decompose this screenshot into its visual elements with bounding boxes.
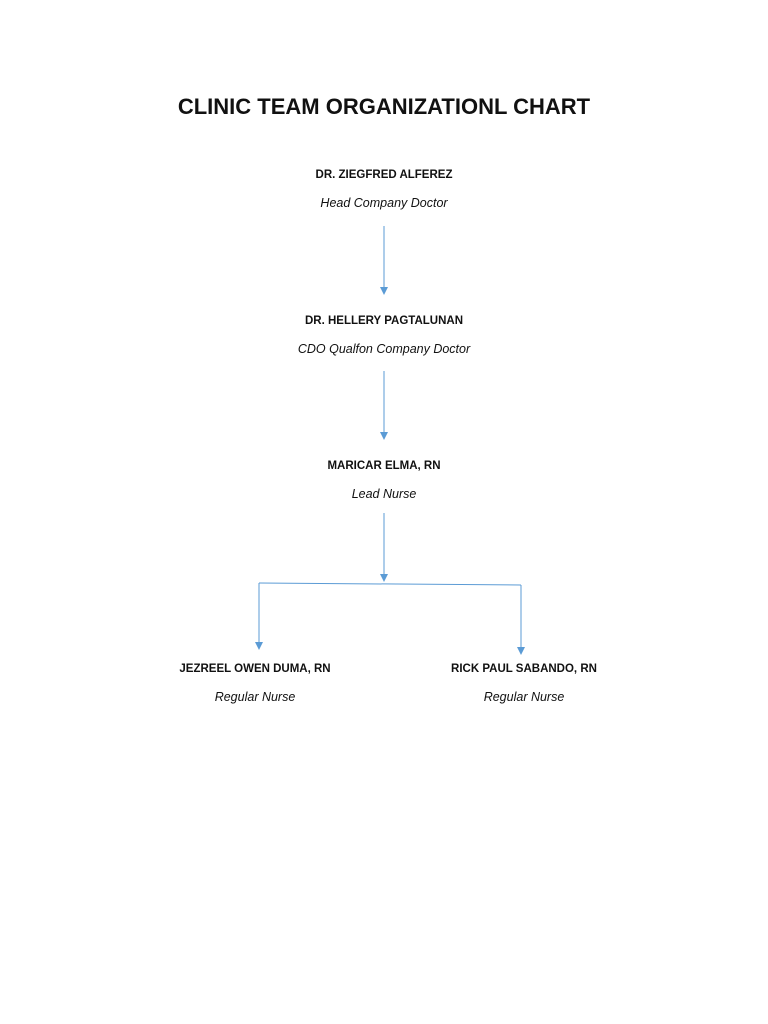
connector-branch-bar [258, 582, 522, 586]
node-name: DR. HELLERY PAGTALUNAN [304, 315, 464, 327]
org-node-head-doctor: DR. ZIEGFRED ALFEREZ Head Company Doctor [234, 168, 534, 211]
node-name: DR. ZIEGFRED ALFEREZ [315, 169, 453, 181]
node-name: MARICAR ELMA, RN [327, 460, 441, 472]
node-role: CDO Qualfon Company Doctor [297, 342, 471, 356]
org-node-cdo-doctor: DR. HELLERY PAGTALUNAN CDO Qualfon Compa… [234, 314, 534, 357]
node-role: Head Company Doctor [320, 196, 448, 210]
node-role: Regular Nurse [214, 690, 296, 704]
node-role: Regular Nurse [483, 690, 565, 704]
page-title: CLINIC TEAM ORGANIZATIONL CHART [177, 94, 591, 119]
node-role: Lead Nurse [351, 487, 417, 501]
org-node-lead-nurse: MARICAR ELMA, RN Lead Nurse [234, 459, 534, 502]
org-node-regular-nurse-2: RICK PAUL SABANDO, RN Regular Nurse [374, 662, 674, 705]
node-name: RICK PAUL SABANDO, RN [451, 663, 597, 675]
org-node-regular-nurse-1: JEZREEL OWEN DUMA, RN Regular Nurse [105, 662, 405, 705]
node-name: JEZREEL OWEN DUMA, RN [179, 663, 331, 675]
